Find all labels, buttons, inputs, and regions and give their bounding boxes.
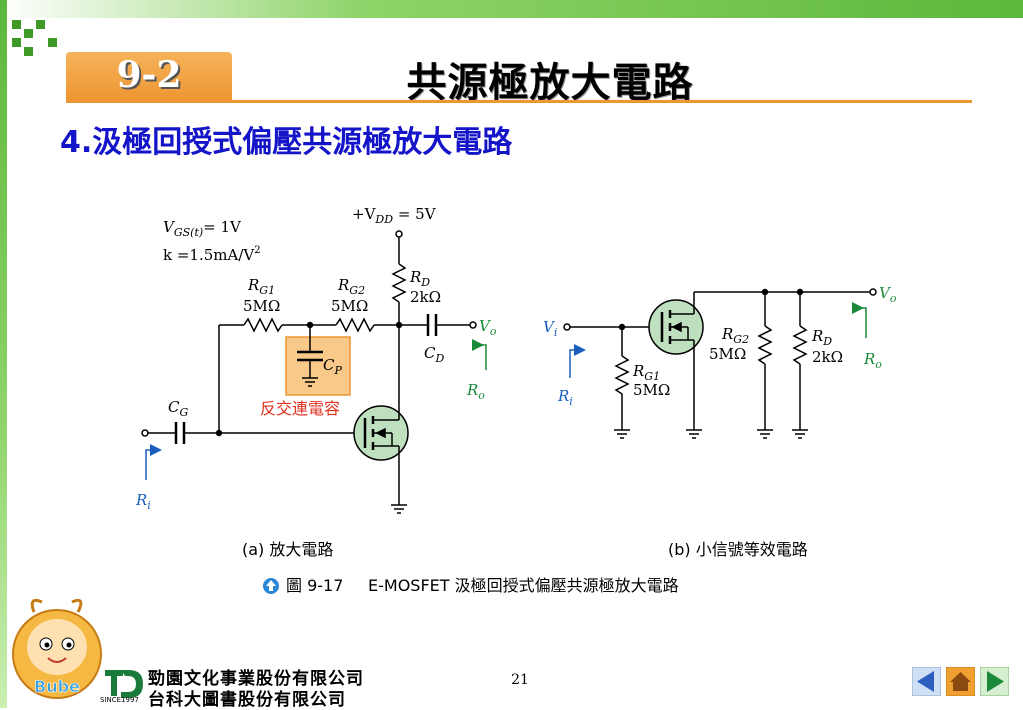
rg1-value: 5MΩ <box>243 297 280 315</box>
vo-terminal <box>469 321 477 329</box>
left-decor-bar <box>0 0 7 708</box>
since-label: SINCE1997 <box>100 696 139 704</box>
cp-label: CP <box>323 356 342 377</box>
vo-label: Vo <box>479 317 497 338</box>
slide-subtitle: 4.汲極回授式偏壓共源極放大電路 <box>60 125 513 160</box>
figure-caption-text: E-MOSFET 汲極回授式偏壓共源極放大電路 <box>368 576 679 595</box>
company-name-2: 台科大圖書股份有限公司 <box>148 690 346 710</box>
mascot-logo: Bube <box>12 598 102 699</box>
cg-label: CG <box>168 398 188 419</box>
vi-terminal <box>563 323 571 331</box>
triangle-left-icon[interactable] <box>912 667 941 696</box>
amplifier-circuit: VGS(t)= 1V k =1.5mA/V2 +VDD = 5V RD 2kΩ … <box>135 205 497 514</box>
k-label: k =1.5mA/V2 <box>163 245 261 264</box>
figure-caption-label: 圖 9-17 <box>286 576 343 595</box>
mascot-text: Bube <box>34 677 80 696</box>
section-number-box: 9-2 <box>66 52 232 100</box>
rg2-resistor <box>335 317 375 333</box>
vgs-label: VGS(t)= 1V <box>163 218 242 239</box>
title-underline <box>66 100 972 103</box>
ro-arrow-b <box>852 302 867 338</box>
rg2-label-b: RG2 <box>721 325 749 346</box>
ro-arrow <box>472 339 487 370</box>
company-name-1: 勁園文化事業股份有限公司 <box>148 669 364 689</box>
triangle-right-icon[interactable] <box>980 667 1009 696</box>
home-icon[interactable] <box>946 667 975 696</box>
ri-label-a: Ri <box>135 491 151 512</box>
cd-label: CD <box>424 344 444 365</box>
page-title: 共源極放大電路 <box>406 60 694 106</box>
decor-square <box>24 47 33 56</box>
rd-resistor <box>391 263 407 303</box>
company-logo <box>105 670 143 698</box>
page-number: 21 <box>511 672 529 688</box>
vdd-terminal <box>395 230 403 238</box>
highlight-label: 反交連電容 <box>260 399 340 418</box>
rg1-resistor <box>243 317 283 333</box>
decor-square <box>24 29 33 38</box>
rd-label: RD <box>409 268 430 289</box>
ri-arrow-a <box>145 444 162 480</box>
decor-square <box>12 38 21 47</box>
vi-label: Vi <box>543 318 557 339</box>
ro-label-b: Ro <box>863 350 882 371</box>
vdd-label: +VDD = 5V <box>352 205 437 226</box>
rg1-value-b: 5MΩ <box>633 381 670 399</box>
rd-value: 2kΩ <box>410 288 441 306</box>
cp-highlight-box <box>285 336 351 396</box>
ro-label: Ro <box>466 381 485 402</box>
rg2-resistor-b <box>757 325 773 365</box>
vo-label-b: Vo <box>879 284 897 305</box>
rg2-value: 5MΩ <box>331 297 368 315</box>
decor-square <box>48 38 57 47</box>
ri-arrow-b <box>569 344 586 378</box>
caption-b: (b) 小信號等效電路 <box>668 540 808 559</box>
rd-label-b: RD <box>811 327 832 348</box>
rd-value-b: 2kΩ <box>812 348 843 366</box>
input-terminal <box>141 429 149 437</box>
rg1-resistor-b <box>614 355 630 395</box>
rg1-label-b: RG1 <box>632 362 660 383</box>
decor-square <box>12 20 21 29</box>
rg1-label: RG1 <box>247 276 275 297</box>
caption-a: (a) 放大電路 <box>242 540 333 559</box>
decor-square <box>36 20 45 29</box>
section-number: 9-2 <box>116 54 182 96</box>
ri-label-b: Ri <box>557 387 573 408</box>
up-arrow-circle-icon <box>263 578 279 594</box>
vo-terminal-b <box>869 288 877 296</box>
small-signal-circuit: Vi Ri RG1 5MΩ Vo <box>543 284 897 439</box>
top-decor-bar <box>0 0 1023 18</box>
rg2-label: RG2 <box>337 276 365 297</box>
rg2-value-b: 5MΩ <box>709 345 746 363</box>
rd-resistor-b <box>792 325 808 365</box>
